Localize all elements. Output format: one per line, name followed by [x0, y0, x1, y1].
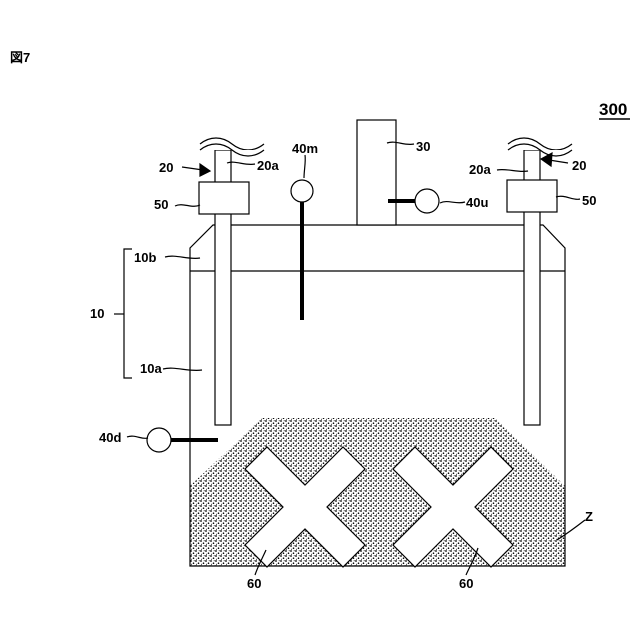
leader-clamp-left — [175, 205, 200, 207]
label-electrode-left-inner: 20a — [257, 158, 279, 173]
label-charge: Z — [585, 509, 593, 524]
figure-label: 図7 — [10, 50, 30, 65]
leader-electrode-right-inner — [497, 170, 528, 172]
label-sensor-upper: 40u — [466, 195, 488, 210]
electrode-right — [507, 138, 572, 425]
label-sensor-mid: 40m — [292, 141, 318, 156]
clamp-left — [199, 182, 249, 214]
label-heater-left: 60 — [247, 576, 261, 591]
label-vessel-upper: 10b — [134, 250, 156, 265]
leader-sensor-upper — [440, 202, 465, 203]
label-sensor-lower: 40d — [99, 430, 121, 445]
clamp-right — [507, 180, 557, 212]
vessel-bracket — [124, 249, 132, 378]
label-vessel: 10 — [90, 306, 104, 321]
label-electrode-left: 20 — [159, 160, 173, 175]
arrow-electrode-right-head — [541, 153, 552, 166]
label-heater-right: 60 — [459, 576, 473, 591]
leader-vessel-upper — [165, 256, 200, 258]
leader-sensor-lower — [127, 436, 148, 438]
electrode-left — [199, 138, 264, 425]
sensor-mid — [291, 180, 313, 320]
pipe — [357, 120, 396, 225]
label-clamp-left: 50 — [154, 197, 168, 212]
arrow-electrode-left-head — [200, 164, 210, 176]
label-electrode-right: 20 — [572, 158, 586, 173]
label-clamp-right: 50 — [582, 193, 596, 208]
leader-sensor-mid — [304, 155, 305, 178]
figure-number: 300 — [599, 100, 627, 119]
leader-vessel-lower — [163, 368, 202, 370]
label-pipe: 30 — [416, 139, 430, 154]
label-vessel-lower: 10a — [140, 361, 162, 376]
leader-clamp-right — [556, 196, 580, 199]
sensor-lower — [147, 428, 218, 452]
label-electrode-right-inner: 20a — [469, 162, 491, 177]
